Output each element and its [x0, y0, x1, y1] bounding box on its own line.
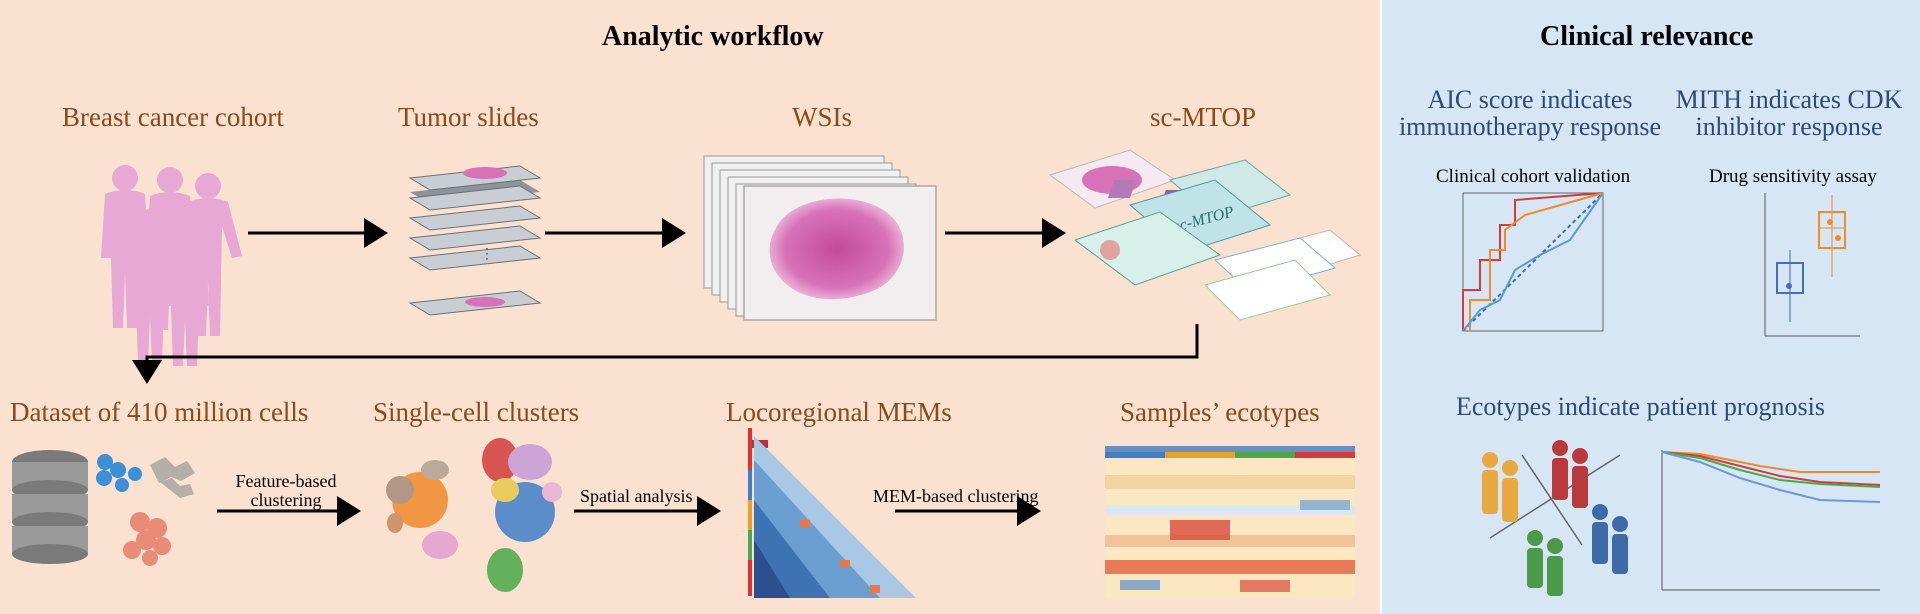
ecotype-prognosis-heading: Ecotypes indicate patient prognosis: [1456, 392, 1825, 421]
patient-cohort-icon: [101, 165, 242, 366]
cell-clusters-icon: [386, 438, 562, 592]
ecotype-heatmap-icon: [1105, 446, 1355, 598]
stage-label-ecotypes: Samples’ ecotypes: [1120, 397, 1320, 427]
cell-dataset-icon: [12, 450, 195, 566]
clinical-panel: [1382, 0, 1920, 614]
aic-heading: AIC score indicates immunotherapy respon…: [1398, 85, 1662, 142]
stage-label-wsis: WSIs: [792, 102, 852, 132]
survival-plot: [1661, 450, 1881, 591]
panel-divider: [1380, 0, 1382, 614]
sc-mtop-icon: sc-MTOP: [1048, 149, 1362, 321]
drug-boxplot: [1764, 193, 1860, 337]
arrow-label-spatial-analysis: Spatial analysis: [580, 486, 693, 506]
mith-heading: MITH indicates CDK inhibitor response: [1675, 85, 1903, 142]
stage-label-clusters: Single-cell clusters: [373, 397, 580, 427]
stage-label-cohort: Breast cancer cohort: [62, 102, 284, 132]
arrow-label-mem-clustering: MEM-based clustering: [873, 486, 1039, 506]
stage-label-sc-mtop: sc-MTOP: [1150, 102, 1257, 132]
cohort-validation-label: Clinical cohort validation: [1436, 166, 1631, 187]
stage-label-dataset: Dataset of 410 million cells: [10, 397, 309, 427]
roc-plot: [1462, 192, 1604, 332]
wsi-stack-icon: [703, 155, 937, 321]
svg-text:⋮: ⋮: [480, 247, 494, 262]
drug-sensitivity-label: Drug sensitivity assay: [1709, 166, 1877, 187]
clinical-title: Clinical relevance: [1540, 21, 1754, 52]
ecotype-people-icon: [1482, 440, 1628, 596]
workflow-title: Analytic workflow: [602, 21, 824, 52]
tumor-slides-icon: ⋮: [408, 165, 542, 316]
top-flow-arrows: [132, 218, 1199, 384]
stage-label-slides: Tumor slides: [398, 102, 539, 132]
mem-heatmap-icon: [748, 428, 916, 598]
stage-label-mems: Locoregional MEMs: [726, 397, 952, 427]
arrow-label-feature-clustering: Feature-based clustering: [235, 471, 337, 510]
